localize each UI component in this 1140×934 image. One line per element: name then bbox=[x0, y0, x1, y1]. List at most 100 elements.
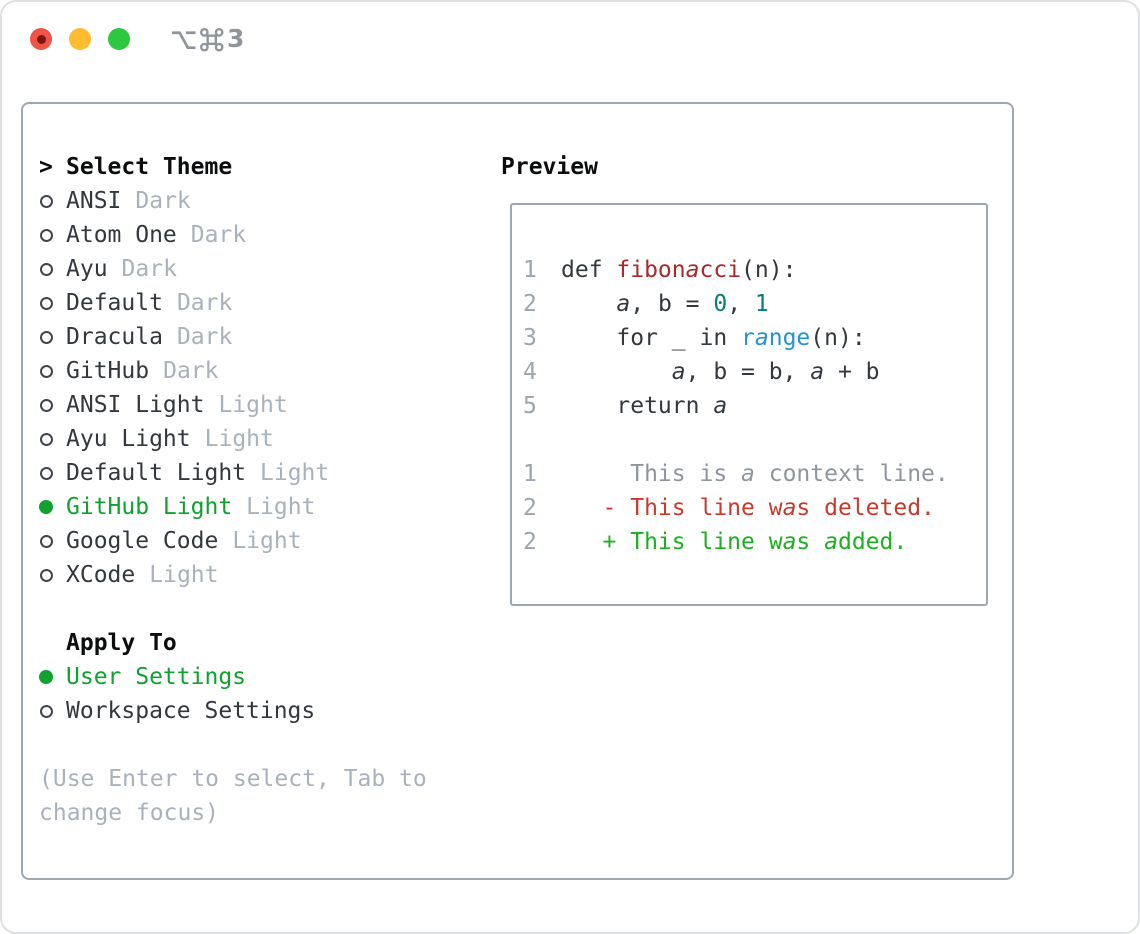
close-button[interactable] bbox=[30, 28, 52, 50]
theme-option[interactable]: Default Light Light bbox=[39, 456, 427, 490]
theme-variant: Light bbox=[149, 562, 219, 588]
window-title: 3 bbox=[169, 24, 244, 54]
theme-option[interactable]: GitHub Light Light bbox=[39, 490, 427, 524]
line-number: 3 bbox=[523, 325, 537, 351]
styled-a-glyph: a bbox=[824, 529, 838, 555]
apply-to-label: User Settings bbox=[66, 664, 247, 690]
theme-name: Ayu bbox=[66, 256, 108, 282]
radio-icon bbox=[40, 704, 53, 718]
radio-icon bbox=[40, 194, 53, 208]
line-content: return a bbox=[561, 393, 727, 419]
styled-a-glyph: a bbox=[616, 291, 631, 317]
select-theme-title: Select Theme bbox=[66, 154, 233, 180]
styled-a-glyph: a bbox=[671, 359, 686, 385]
radio-selected-icon bbox=[39, 670, 53, 684]
theme-option[interactable]: XCode Light bbox=[39, 558, 427, 592]
code-token: + This line was added. bbox=[561, 529, 908, 555]
code-token: a, b = bbox=[616, 291, 714, 317]
theme-variant: Light bbox=[246, 494, 316, 520]
theme-name: XCode bbox=[66, 562, 136, 588]
line-content: for _ in range(n): bbox=[561, 325, 866, 351]
code-token: range bbox=[741, 325, 811, 351]
preview-line: 1 def fibonacci(n): bbox=[523, 253, 986, 287]
option-icon bbox=[171, 30, 196, 49]
line-number: 1 bbox=[523, 257, 537, 283]
line-number: 2 bbox=[523, 291, 537, 317]
radio-selected-icon bbox=[39, 500, 53, 514]
line-content: + This line was added. bbox=[561, 529, 908, 555]
code-token: return a bbox=[561, 393, 728, 419]
theme-name: GitHub Light bbox=[66, 494, 233, 520]
theme-variant: Light bbox=[218, 392, 288, 418]
code-token: This is a context line. bbox=[561, 461, 949, 487]
styled-a-glyph: a bbox=[685, 257, 700, 283]
radio-icon bbox=[40, 228, 53, 242]
line-content: a, b = 0, 1 bbox=[561, 291, 768, 317]
theme-name: Default Light bbox=[66, 460, 247, 486]
theme-variant: Dark bbox=[121, 256, 177, 282]
line-number: 2 bbox=[523, 495, 537, 521]
titlebar: 3 bbox=[2, 2, 1138, 76]
theme-option[interactable]: Google Code Light bbox=[39, 524, 427, 558]
code-token: 0 bbox=[713, 291, 728, 317]
shortcut-number: 3 bbox=[227, 24, 245, 53]
line-content: This is a context line. bbox=[561, 461, 949, 487]
theme-name: Ayu Light bbox=[66, 426, 191, 452]
code-token: - This line was deleted. bbox=[561, 495, 935, 521]
code-token: def bbox=[561, 257, 617, 283]
theme-variant: Dark bbox=[135, 188, 191, 214]
theme-variant: Light bbox=[260, 460, 330, 486]
line-number: 1 bbox=[523, 461, 537, 487]
apply-to-option[interactable]: Workspace Settings bbox=[39, 694, 427, 728]
radio-icon bbox=[40, 534, 53, 548]
styled-a-glyph: a bbox=[782, 495, 797, 521]
theme-variant: Dark bbox=[176, 290, 233, 316]
radio-icon bbox=[40, 296, 53, 310]
apply-to-option[interactable]: User Settings bbox=[39, 660, 427, 694]
theme-variant: Light bbox=[232, 528, 302, 554]
code-token: fibonacci bbox=[616, 257, 742, 283]
zoom-button[interactable] bbox=[108, 28, 130, 50]
preview-title: Preview bbox=[501, 154, 598, 180]
theme-variant: Dark bbox=[190, 222, 247, 248]
theme-option[interactable]: Ayu Light Light bbox=[39, 422, 427, 456]
close-dot-icon bbox=[36, 34, 46, 44]
code-token: (n): bbox=[810, 325, 866, 351]
spacer bbox=[39, 728, 427, 762]
apply-to-label: Workspace Settings bbox=[66, 698, 316, 724]
theme-variant: Light bbox=[204, 426, 274, 452]
styled-a-glyph: a bbox=[810, 359, 825, 385]
spacer bbox=[39, 592, 427, 626]
code-token: (n): bbox=[741, 257, 797, 283]
select-theme-header: > Select Theme bbox=[39, 150, 427, 184]
minimize-button[interactable] bbox=[69, 28, 91, 50]
line-number: 2 bbox=[523, 529, 537, 555]
line-content: a, b = b, a + b bbox=[561, 359, 880, 385]
styled-a-glyph: a bbox=[782, 529, 797, 555]
preview-line: 1 This is a context line. bbox=[523, 457, 986, 491]
preview-line: 2 - This line was deleted. bbox=[523, 491, 986, 525]
radio-icon bbox=[40, 568, 53, 582]
theme-option[interactable]: Ayu Dark bbox=[39, 252, 427, 286]
theme-option[interactable]: Atom One Dark bbox=[39, 218, 427, 252]
hint-line: (Use Enter to select, Tab to bbox=[39, 766, 427, 792]
theme-name: Google Code bbox=[66, 528, 219, 554]
apply-to-header: Apply To bbox=[39, 626, 427, 660]
preview-line: 4 a, b = b, a + b bbox=[523, 355, 986, 389]
theme-name: Atom One bbox=[66, 222, 177, 248]
radio-icon bbox=[40, 466, 53, 480]
theme-variant: Dark bbox=[163, 358, 219, 384]
apply-to-title: Apply To bbox=[66, 630, 177, 656]
